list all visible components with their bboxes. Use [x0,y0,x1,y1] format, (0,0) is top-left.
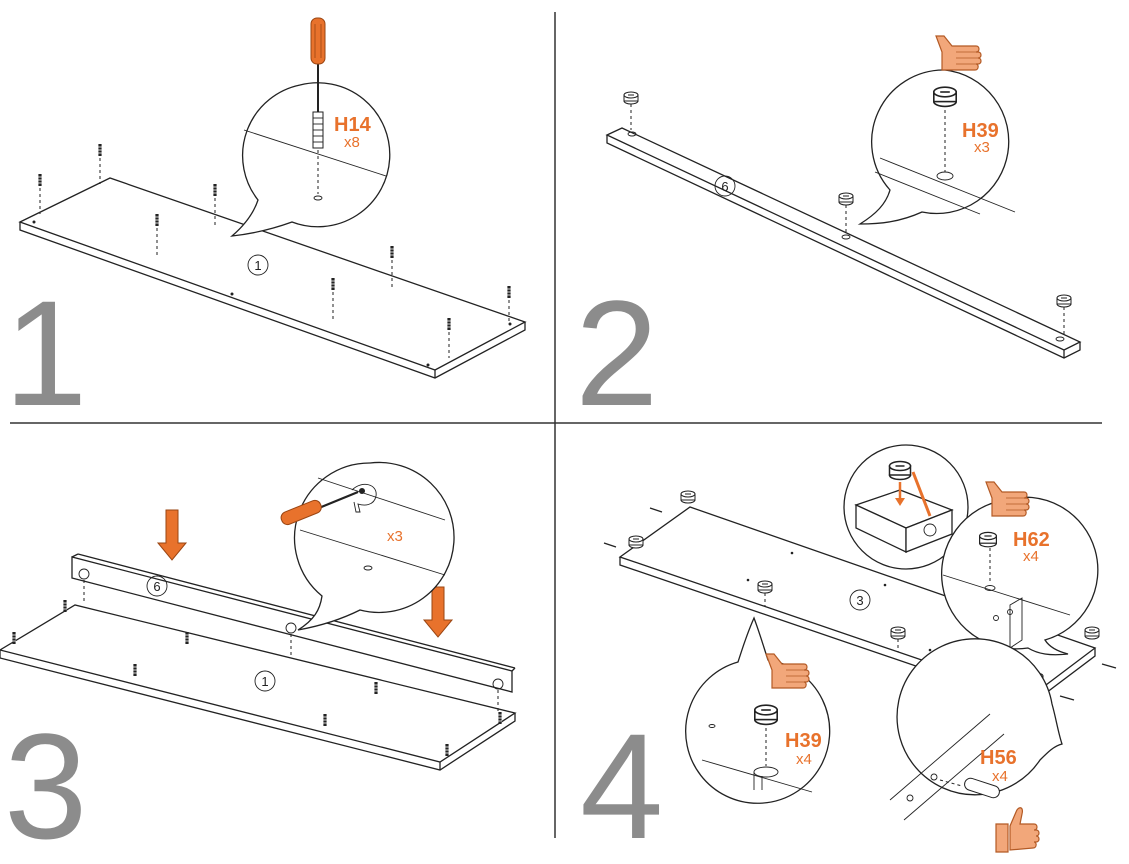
dowel-icon [964,777,1000,799]
down-arrow-icon [156,509,188,561]
step-2-number: 2 [575,269,658,437]
cam-locks-step4 [628,490,1100,686]
hardware-code-h56: H56 [980,747,1017,769]
step-1-number: 1 [4,269,87,437]
hardware-code-h14: H14 [334,114,372,136]
part-label-circle [254,670,276,692]
dowel-pins-step1 [37,143,512,358]
step-2: 2 6 H39 x3 [575,35,1082,437]
detail-bubble-h62 [940,496,1099,656]
hardware-quantity: x4 [796,751,812,768]
cam-lock-icon [932,86,958,108]
step-3: 3 6 1 [0,461,517,864]
part-label: 1 [254,258,261,273]
thumbs-up-hand-icon [995,807,1040,853]
cam-lock-detail-bubble [843,444,969,570]
hardware-quantity: x3 [974,139,990,156]
cam-locks-step2 [623,91,1072,335]
screwdriver-icon [310,17,326,112]
down-arrow-icon [422,586,454,638]
detail-bubble-h39 [685,616,831,804]
detail-bubble-step3 [293,461,455,631]
part-label-rail: 6 [153,579,160,594]
hardware-code-h62: H62 [1013,529,1050,551]
detail-bubble-h56 [889,638,1063,821]
part-label-circle [849,589,871,611]
rail-6-step3 [71,553,516,712]
detail-bubble-step2 [857,69,1016,225]
part-label: 6 [721,179,728,194]
hardware-quantity: x4 [1023,548,1039,565]
cam-lock-icon [753,704,779,726]
hardware-code-h39: H39 [785,730,822,752]
pointing-hand-icon [935,35,982,71]
panel-1 [18,177,527,379]
cam-lock-icon [888,460,912,481]
part-label-circle [247,254,269,276]
part-label-circle [714,175,736,197]
dowels-step4 [603,507,1117,701]
part-label-circle [146,575,168,597]
step-3-number: 3 [4,702,87,864]
cam-lock-icon [978,531,998,548]
part-label-panel: 1 [261,674,268,689]
step-4-number: 4 [580,702,663,864]
part-label: 3 [856,593,863,608]
panel-1-step3 [0,604,517,771]
hardware-quantity: x3 [387,528,403,545]
pointing-hand-icon [985,481,1030,517]
step-1: 1 1 [4,17,527,437]
screwdriver-icon [280,490,359,526]
step-4: 4 3 [580,444,1117,864]
hardware-quantity: x8 [344,134,360,151]
pointing-hand-icon [765,653,810,689]
detail-bubble-step1 [229,82,391,237]
rail-6 [605,127,1082,359]
hardware-quantity: x4 [992,768,1008,785]
hardware-code-h39: H39 [962,120,999,142]
